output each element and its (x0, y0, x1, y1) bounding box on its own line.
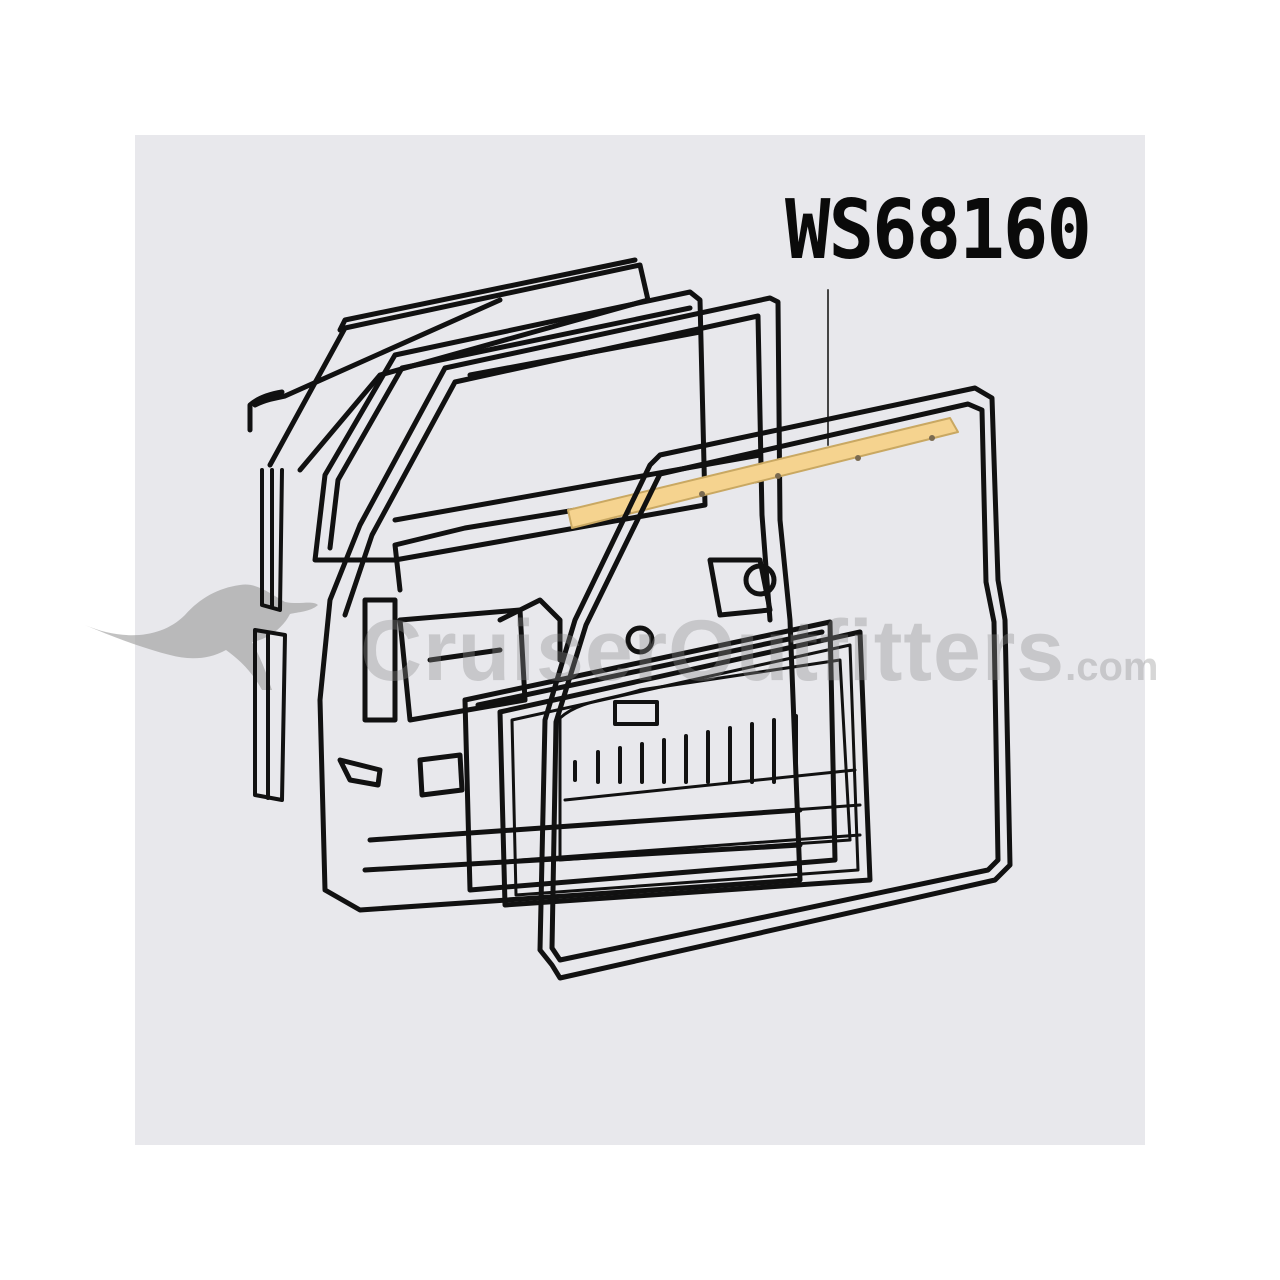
door-weatherstrip-outer (247, 257, 651, 473)
watermark-name: CruiserOutfitters (360, 603, 1066, 699)
vertical-seal-strip (253, 468, 287, 802)
highlighted-belt-weatherstrip (567, 417, 959, 529)
watermark-suffix: .com (1065, 645, 1159, 689)
trim-vent-slots (573, 714, 798, 784)
kangaroo-icon (85, 584, 318, 690)
watermark-text: CruiserOutfitters.com (360, 608, 1159, 694)
door-seal-front (537, 385, 1013, 981)
inner-panel (462, 619, 838, 893)
door-trim-card (497, 629, 873, 908)
part-number-label: WS68160 (785, 183, 1092, 278)
window-glass-frame (312, 289, 708, 563)
